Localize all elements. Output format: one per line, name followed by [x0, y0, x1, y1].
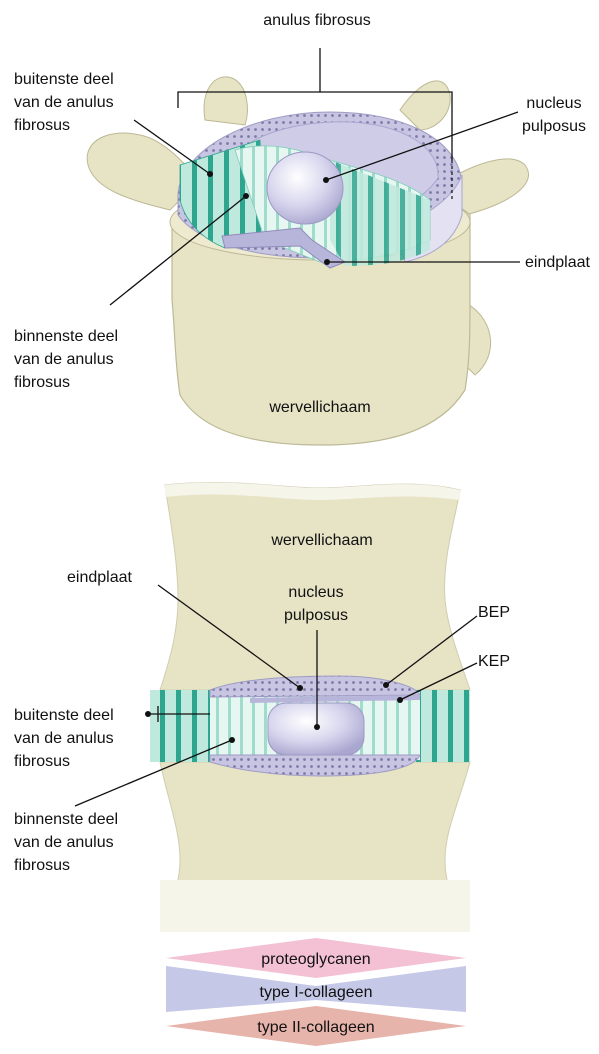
label-type2-collagen: type II-collageen	[257, 1019, 374, 1036]
label-anulus-fibrosus: anulus fibrosus	[263, 12, 371, 29]
nucleus-pulposus-top	[267, 152, 343, 224]
vertebra-spine-right	[400, 81, 450, 130]
label-type1-collagen: type I-collageen	[260, 984, 373, 1001]
label-kep: KEP	[478, 653, 510, 670]
label-outer-anulus-bottom-1: buitenste deel	[14, 707, 114, 724]
label-inner-anulus-bottom-2: van de anulus	[14, 834, 114, 851]
label-vertebral-body-bottom: wervellichaam	[270, 532, 372, 549]
label-outer-anulus-1: buitenste deel	[14, 71, 114, 88]
label-inner-anulus-2: van de anulus	[14, 351, 114, 368]
label-vertebral-body: wervellichaam	[268, 399, 370, 416]
bottom-diagram: wervellichaam eindplaat nucleus pulposus…	[14, 483, 510, 932]
label-nucleus-1: nucleus	[526, 95, 581, 112]
leader-dot	[243, 193, 249, 199]
label-outer-anulus-2: van de anulus	[14, 94, 114, 111]
label-nucleus-2: pulposus	[522, 118, 586, 135]
leader-dot	[229, 737, 235, 743]
composition-legend: proteoglycanen type I-collageen type II-…	[166, 938, 466, 1046]
leader-dot	[145, 711, 151, 717]
leader-dot	[314, 724, 320, 730]
leader-dot	[324, 259, 330, 265]
label-nucleus-bottom-1: nucleus	[288, 584, 343, 601]
lower-vertebra-fade	[160, 880, 470, 932]
leader-dot	[207, 171, 213, 177]
label-outer-anulus-bottom-2: van de anulus	[14, 730, 114, 747]
label-bep: BEP	[478, 604, 510, 621]
label-nucleus-bottom-2: pulposus	[284, 607, 348, 624]
label-proteoglycans: proteoglycanen	[261, 951, 370, 968]
label-outer-anulus-3: fibrosus	[14, 117, 70, 134]
top-diagram: anulus fibrosus buitenste deel van de an…	[14, 12, 591, 445]
label-endplate-bottom: eindplaat	[67, 569, 133, 586]
label-outer-anulus-bottom-3: fibrosus	[14, 753, 70, 770]
leader-dot	[397, 697, 403, 703]
label-inner-anulus-1: binnenste deel	[14, 328, 118, 345]
label-inner-anulus-bottom-1: binnenste deel	[14, 811, 118, 828]
leader-dot	[383, 682, 389, 688]
label-inner-anulus-3: fibrosus	[14, 374, 70, 391]
leader-dot	[297, 685, 303, 691]
label-inner-anulus-bottom-3: fibrosus	[14, 857, 70, 874]
label-endplate: eindplaat	[525, 254, 591, 271]
vertebra-spine-left	[204, 77, 247, 125]
leader-dot	[323, 177, 329, 183]
